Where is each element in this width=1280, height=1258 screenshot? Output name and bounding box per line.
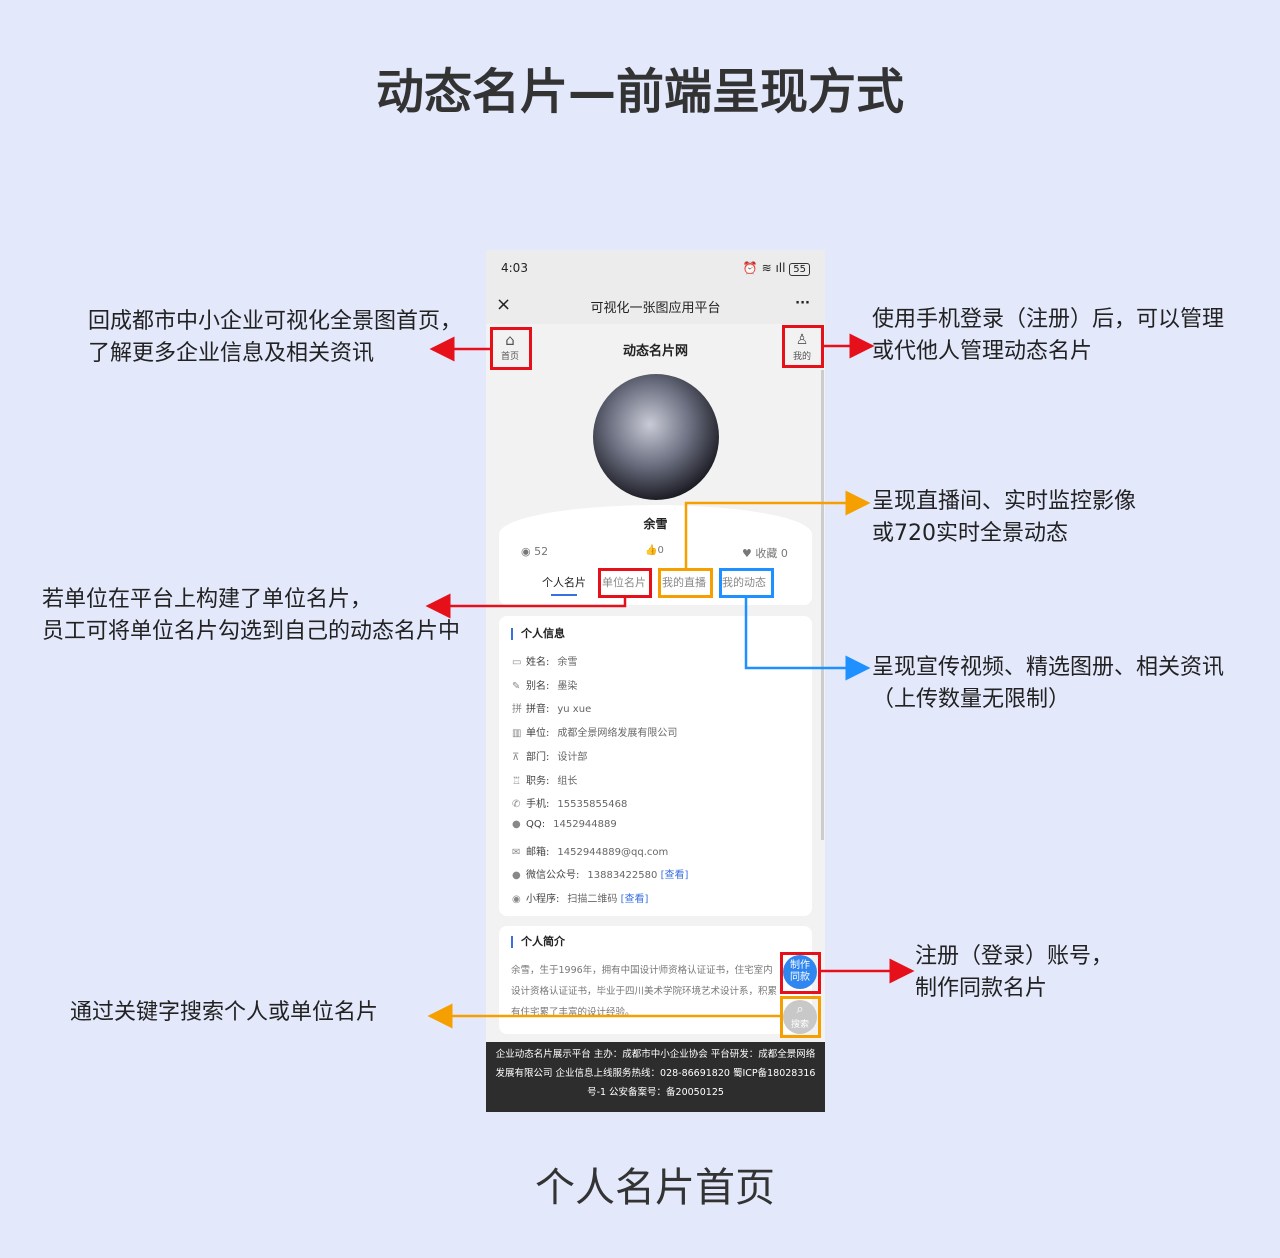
favorite-button[interactable]: ♥ 收藏 0 [742, 547, 788, 560]
info-row: ●QQ:1452944889 [512, 818, 617, 830]
heart-icon: ♥ [742, 547, 756, 560]
thumbs-up-icon: 👍 [645, 545, 658, 556]
tie-icon: ♖ [512, 775, 521, 787]
profile-header: ⌂首页 动态名片网 ♙我的 [486, 324, 825, 514]
profile-card: 余雪 ◉ 52 👍0 ♥ 收藏 0 个人名片 单位名片 我的直播 我的动态 [499, 505, 812, 605]
note-live: 呈现直播间、实时监控影像或720实时全景动态 [872, 489, 1137, 546]
nav-bar: × 可视化一张图应用平台 ··· [486, 288, 825, 324]
bio-section-title: 个人简介 [511, 936, 565, 948]
highlight-mine [782, 325, 824, 368]
personal-info-card: 个人信息 ▭姓名:余雪 ✎别名:墨染拼拼音:yu xue ▥单位:成都全景网络发展有… [499, 616, 812, 916]
highlight-home [490, 327, 532, 370]
qq-icon: ● [512, 818, 521, 830]
search-button[interactable]: ⌕搜索 [783, 1000, 817, 1034]
page-subtitle: 个人名片首页 [535, 1165, 775, 1211]
note-home: 回成都市中小企业可视化全景图首页，了解更多企业信息及相关资讯 [88, 309, 463, 366]
info-row: ▭姓名:余雪 [512, 657, 578, 668]
highlight-unit-tab [598, 568, 652, 598]
page-title: 动态名片—前端呈现方式 [375, 64, 904, 120]
view-link[interactable]: [查看] [620, 894, 649, 905]
avatar[interactable] [593, 374, 719, 500]
note-mine: 使用手机登录（注册）后，可以管理或代他人管理动态名片 [872, 307, 1225, 364]
note-make: 注册（登录）账号，制作同款名片 [915, 944, 1114, 1001]
info-row: ▥单位:成都全景网络发展有限公司 [512, 728, 678, 740]
eye-icon: ◉ [521, 545, 535, 558]
wechat-icon: ● [512, 870, 521, 882]
tab-my-live[interactable]: 我的直播 [662, 576, 706, 589]
org-chart-icon: ⊼ [512, 751, 520, 763]
highlight-search [780, 996, 821, 1038]
highlight-make [780, 952, 821, 994]
info-row: 拼拼音:yu xue [512, 700, 591, 715]
view-link[interactable]: [查看] [660, 870, 689, 882]
info-section-title: 个人信息 [511, 628, 565, 640]
pinyin-icon: 拼 [512, 704, 522, 716]
site-title: 动态名片网 [622, 344, 688, 359]
like-button[interactable]: 👍0 [645, 545, 664, 556]
home-button[interactable]: ⌂首页 [500, 331, 519, 363]
info-row: ✉邮箱:1452944889@qq.com [512, 846, 669, 858]
feather-icon: ✎ [512, 680, 521, 692]
info-row: ⊼部门:设计部 [512, 751, 588, 763]
arrow-unit [425, 593, 627, 619]
home-icon: ⌂ [505, 331, 515, 349]
info-row: ●微信公众号:13883422580 [查看] [512, 870, 689, 882]
tab-personal-card[interactable]: 个人名片 [542, 574, 586, 596]
status-bar: 4:03 ⏰ ≋ ıll 55 [486, 250, 825, 288]
tab-my-dynamic[interactable]: 我的动态 [722, 576, 766, 589]
note-dynamic: 呈现宣传视频、精选图册、相关资讯（上传数量无限制） [872, 655, 1225, 712]
phone-screen: 4:03 ⏰ ≋ ıll 55 × 可视化一张图应用平台 ··· ⌂首页 动态名… [486, 250, 825, 1112]
mine-button[interactable]: ♙我的 [790, 332, 814, 362]
battery-indicator: ⏰ ≋ ıll 55 [743, 261, 810, 277]
nav-title: 可视化一张图应用平台 [590, 301, 721, 316]
user-icon: ♙ [795, 332, 809, 348]
arrow-dynamic [744, 598, 871, 681]
views-count: ◉ 52 [521, 545, 549, 558]
highlight-dynamic-tab [719, 568, 774, 598]
info-row: ✆手机:15535855468 [512, 799, 628, 811]
building-icon: ▥ [512, 728, 522, 740]
make-same-card-button[interactable]: 制作同款 [783, 955, 817, 989]
info-row: ◉小程序:扫描二维码 [查看] [512, 894, 649, 905]
tab-unit-card[interactable]: 单位名片 [602, 576, 646, 589]
phone-icon: ✆ [512, 799, 521, 811]
clock: 4:03 [501, 261, 528, 275]
highlight-live-tab [658, 568, 713, 598]
user-name: 余雪 [643, 517, 668, 531]
note-search: 通过关键字搜索个人或单位名片 [70, 1000, 379, 1025]
miniprogram-icon: ◉ [512, 894, 521, 905]
search-icon: ⌕ [796, 1002, 804, 1017]
id-card-icon: ▭ [512, 657, 522, 668]
more-icon[interactable]: ··· [795, 296, 810, 311]
scrollbar[interactable] [821, 370, 824, 840]
note-unit: 若单位在平台上构建了单位名片，员工可将单位名片勾选到自己的动态名片中 [42, 587, 461, 644]
mail-icon: ✉ [512, 846, 521, 858]
close-icon[interactable]: × [496, 294, 512, 315]
info-row: ✎别名:墨染 [512, 680, 578, 692]
footer: 企业动态名片展示平台 主办：成都市中小企业协会 平台研发：成都全景网络发展有限公… [486, 1042, 825, 1112]
info-row: ♖职务:组长 [512, 775, 578, 787]
bio-text: 余雪，生于1996年，拥有中国设计师资格认证证书，住宅室内设计资格认证证书，毕业… [511, 965, 778, 1018]
arrow-live [684, 490, 871, 568]
